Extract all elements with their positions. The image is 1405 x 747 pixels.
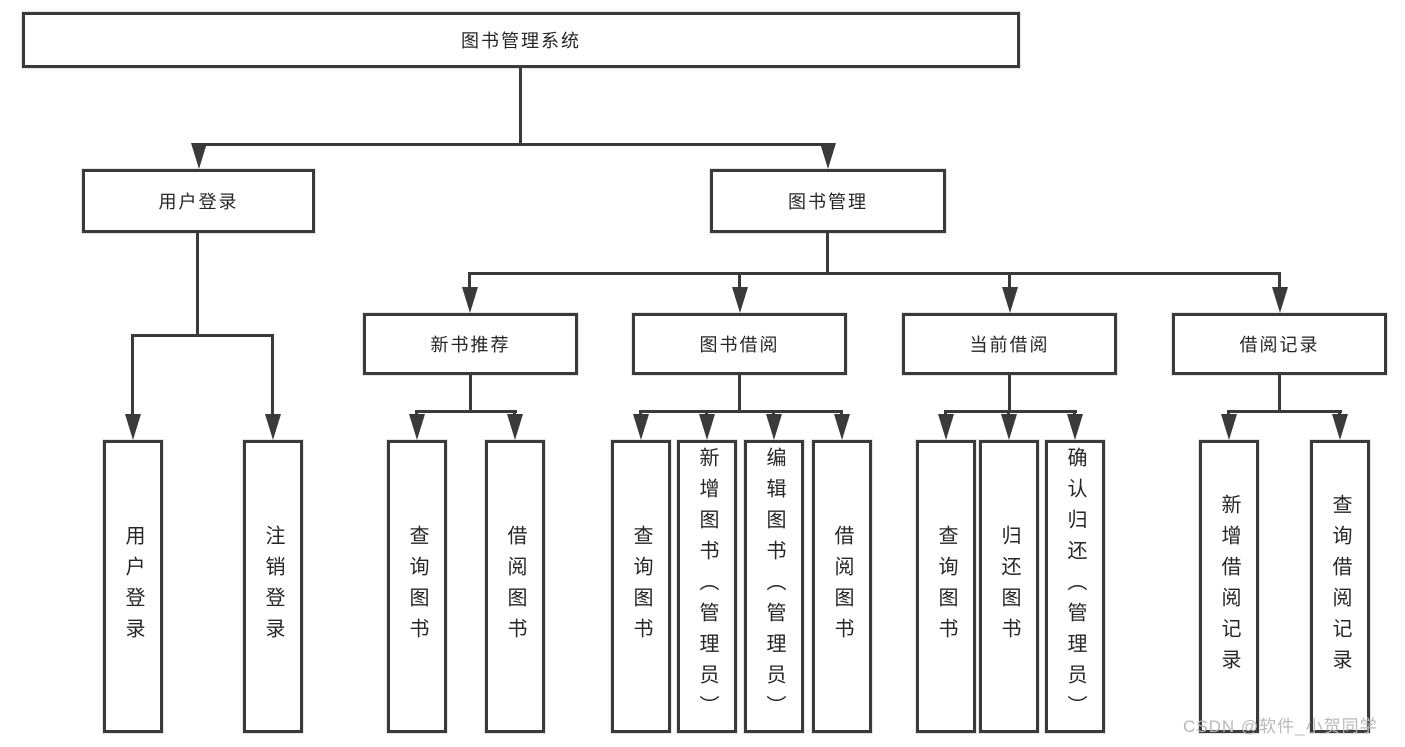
leaf-new-books-query-label: 查询图书 <box>406 524 428 649</box>
connector-current-bar <box>946 410 1077 413</box>
leaf-user-login-label: 用户登录 <box>122 524 144 649</box>
connector-root-trunk <box>519 68 522 144</box>
arrow-records-leaf-1 <box>1221 410 1237 440</box>
leaf-borrow-query: 查询图书 <box>611 440 671 733</box>
leaf-records-query: 查询借阅记录 <box>1310 440 1370 733</box>
node-user-login: 用户登录 <box>82 169 315 233</box>
leaf-borrow-edit: 编辑图书（管理员） <box>744 440 804 733</box>
arrow-to-leaf-logout <box>265 334 281 440</box>
leaf-user-login: 用户登录 <box>103 440 163 733</box>
arrow-to-records <box>1272 272 1288 313</box>
node-root-label: 图书管理系统 <box>461 31 581 51</box>
leaf-current-confirm: 确认归还（管理员） <box>1045 440 1105 733</box>
leaf-borrow-edit-label: 编辑图书（管理员） <box>763 447 785 726</box>
connector-current-trunk <box>1008 375 1011 412</box>
arrow-current-leaf-1 <box>938 410 954 440</box>
connector-new-books-bar <box>417 410 517 413</box>
connector-book-mgmt-trunk <box>826 233 829 274</box>
leaf-new-books-query: 查询图书 <box>387 440 447 733</box>
leaf-new-books-borrow: 借阅图书 <box>485 440 545 733</box>
leaf-borrow-borrow: 借阅图书 <box>812 440 872 733</box>
arrow-borrow-leaf-4 <box>834 410 850 440</box>
leaf-new-books-borrow-label: 借阅图书 <box>504 524 526 649</box>
connector-borrow-trunk <box>738 375 741 412</box>
node-book-mgmt: 图书管理 <box>710 169 946 233</box>
leaf-current-query-label: 查询图书 <box>935 524 957 649</box>
arrow-to-borrow <box>732 272 748 313</box>
connector-user-login-trunk <box>196 233 199 335</box>
arrow-current-leaf-3 <box>1067 410 1083 440</box>
leaf-borrow-add: 新增图书（管理员） <box>677 440 737 733</box>
arrow-borrow-leaf-3 <box>766 410 782 440</box>
leaf-records-add: 新增借阅记录 <box>1199 440 1259 733</box>
leaf-records-query-label: 查询借阅记录 <box>1329 493 1351 680</box>
connector-root-bar <box>198 143 830 146</box>
node-borrow: 图书借阅 <box>632 313 847 375</box>
connector-new-books-trunk <box>469 375 472 412</box>
leaf-records-add-label: 新增借阅记录 <box>1218 493 1240 680</box>
connector-user-login-bar <box>133 334 274 337</box>
leaf-borrow-add-label: 新增图书（管理员） <box>696 447 718 726</box>
connector-borrow-bar <box>641 410 843 413</box>
node-user-login-label: 用户登录 <box>158 192 239 212</box>
node-new-books-label: 新书推荐 <box>430 335 511 355</box>
connector-book-mgmt-bar <box>470 272 1280 275</box>
arrow-borrow-leaf-1 <box>633 410 649 440</box>
node-records-label: 借阅记录 <box>1239 335 1320 355</box>
node-book-mgmt-label: 图书管理 <box>788 192 868 212</box>
connector-records-bar <box>1229 410 1342 413</box>
leaf-logout-label: 注销登录 <box>262 524 284 649</box>
arrow-new-books-leaf-1 <box>409 410 425 440</box>
node-records: 借阅记录 <box>1172 313 1387 375</box>
node-root: 图书管理系统 <box>22 12 1020 68</box>
leaf-borrow-borrow-label: 借阅图书 <box>831 524 853 649</box>
arrow-borrow-leaf-2 <box>699 410 715 440</box>
node-current-label: 当前借阅 <box>969 335 1050 355</box>
watermark: CSDN @软件_小贺同学 <box>1183 717 1378 736</box>
leaf-current-query: 查询图书 <box>916 440 976 733</box>
arrow-new-books-leaf-2 <box>507 410 523 440</box>
arrow-current-leaf-2 <box>1001 410 1017 440</box>
leaf-current-return-label: 归还图书 <box>998 524 1020 649</box>
node-new-books: 新书推荐 <box>363 313 578 375</box>
arrow-to-book-mgmt <box>820 143 836 169</box>
leaf-current-return: 归还图书 <box>979 440 1039 733</box>
node-current: 当前借阅 <box>902 313 1117 375</box>
leaf-current-confirm-label: 确认归还（管理员） <box>1064 447 1086 726</box>
arrow-to-new-books <box>462 272 478 313</box>
leaf-logout: 注销登录 <box>243 440 303 733</box>
arrow-to-user-login <box>191 143 207 169</box>
node-borrow-label: 图书借阅 <box>699 335 780 355</box>
leaf-borrow-query-label: 查询图书 <box>630 524 652 649</box>
connector-records-trunk <box>1278 375 1281 412</box>
arrow-to-leaf-login <box>125 334 141 440</box>
arrow-records-leaf-2 <box>1332 410 1348 440</box>
arrow-to-current <box>1002 272 1018 313</box>
